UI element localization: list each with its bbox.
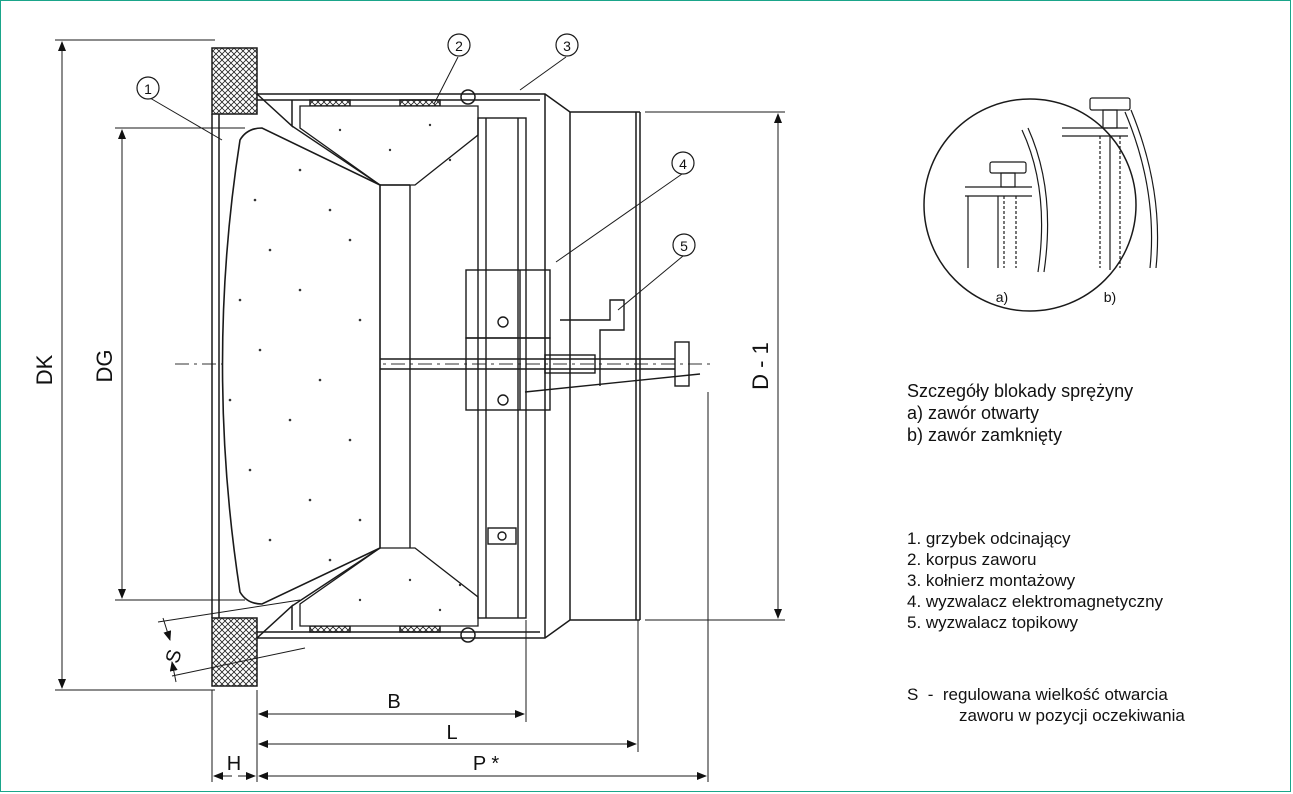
valve-body bbox=[257, 89, 641, 643]
fusible-trigger bbox=[524, 299, 701, 393]
detail-label-b: b) bbox=[1104, 289, 1116, 305]
closing-cone bbox=[221, 127, 381, 605]
s-note: S - regulowana wielkość otwarcia zaworu … bbox=[907, 684, 1185, 726]
legend-item: 5. wyzwalacz topikowy bbox=[907, 613, 1079, 632]
dimension-s bbox=[157, 599, 306, 683]
legend-item: 1. grzybek odcinający bbox=[907, 529, 1071, 548]
dim-p-label: P * bbox=[473, 753, 500, 775]
dim-l-label: L bbox=[446, 722, 457, 744]
legend-item: 2. korpus zaworu bbox=[907, 550, 1037, 569]
callout-2: 2 bbox=[455, 38, 463, 54]
dimension-d1 bbox=[645, 111, 785, 621]
body-insulation bbox=[299, 105, 479, 627]
electromagnetic-trigger bbox=[465, 269, 551, 411]
callout-leaders bbox=[149, 56, 684, 311]
note-line-2: zaworu w pozycji oczekiwania bbox=[959, 706, 1185, 725]
dimension-dk bbox=[55, 39, 215, 691]
dim-dk-label: DK bbox=[32, 354, 57, 385]
caption-title: Szczegóły blokady sprężyny bbox=[907, 381, 1134, 401]
legend-item: 4. wyzwalacz elektromagnetyczny bbox=[907, 592, 1164, 611]
callout-5: 5 bbox=[680, 238, 688, 254]
callout-4: 4 bbox=[679, 156, 687, 172]
spindle bbox=[380, 341, 690, 387]
detail-label-a: a) bbox=[996, 289, 1008, 305]
dimension-horizontal bbox=[211, 392, 709, 782]
spring-lock-detail: a) b) bbox=[923, 97, 1159, 312]
dim-s-label: S bbox=[162, 647, 187, 666]
dim-dg-label: DG bbox=[92, 350, 117, 383]
dimension-dg bbox=[115, 127, 245, 601]
spring-lock-caption: Szczegóły blokady sprężyny a) zawór otwa… bbox=[907, 380, 1133, 446]
legend-item: 3. kołnierz montażowy bbox=[907, 571, 1076, 590]
dim-h-label: H bbox=[227, 753, 241, 775]
concrete-texture bbox=[228, 123, 462, 612]
callout-markers bbox=[136, 33, 696, 257]
caption-open: a) zawór otwarty bbox=[907, 403, 1040, 423]
dim-d1-label: D - 1 bbox=[748, 342, 773, 390]
note-line-1: S - regulowana wielkość otwarcia bbox=[907, 685, 1168, 704]
callout-1: 1 bbox=[144, 81, 152, 97]
parts-legend: 1. grzybek odcinający 2. korpus zaworu 3… bbox=[907, 528, 1163, 633]
mounting-flange bbox=[211, 47, 293, 687]
dim-b-label: B bbox=[387, 691, 400, 713]
caption-closed: b) zawór zamknięty bbox=[907, 425, 1063, 445]
callout-3: 3 bbox=[563, 38, 571, 54]
inner-frame bbox=[291, 117, 527, 619]
